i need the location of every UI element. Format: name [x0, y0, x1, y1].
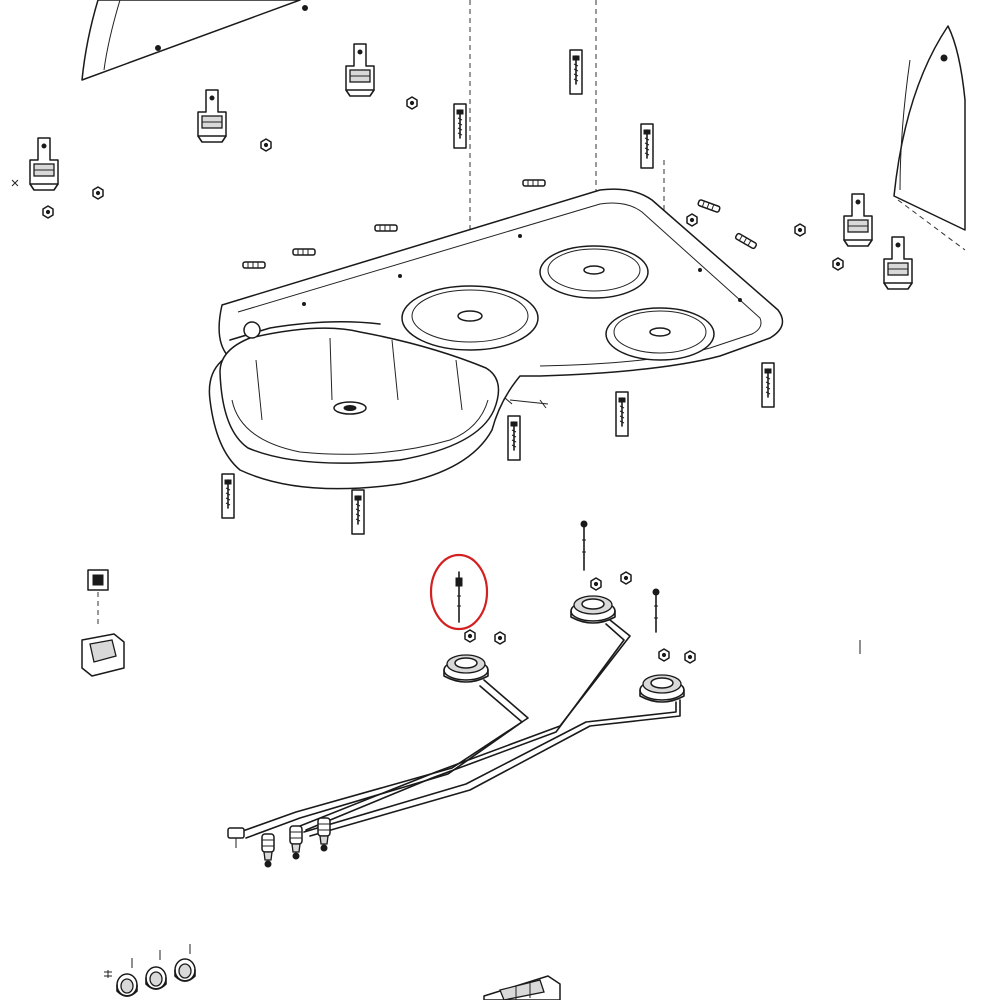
- nut: [794, 223, 806, 237]
- gas-burner: [570, 595, 616, 624]
- bolt: [374, 224, 398, 232]
- gas-valve: [289, 825, 303, 860]
- left-glass-lid: [81, 0, 308, 81]
- screw-callout: [761, 362, 775, 408]
- nut: [494, 631, 506, 645]
- bolt: [242, 261, 266, 269]
- control-knob: [116, 973, 138, 997]
- screw-callout: [569, 49, 583, 95]
- nut: [832, 257, 844, 271]
- nut: [620, 571, 632, 585]
- nut: [464, 629, 476, 643]
- nut: [686, 213, 698, 227]
- nut: [406, 96, 418, 110]
- nut: [260, 138, 272, 152]
- screw-callout: [507, 415, 521, 461]
- thermocouple-probe: [652, 588, 660, 633]
- thermocouple-probe: [455, 571, 463, 623]
- gas-burner: [443, 654, 489, 683]
- hinge-bracket: [345, 43, 375, 97]
- nut: [590, 577, 602, 591]
- edge-mark: [11, 179, 19, 187]
- screw-callout: [640, 123, 654, 169]
- hinge-bracket: [197, 89, 227, 143]
- screw-callout: [615, 391, 629, 437]
- hinge-bracket: [843, 193, 873, 247]
- bolt: [734, 232, 758, 250]
- hinge-bracket: [883, 236, 913, 290]
- nut: [658, 648, 670, 662]
- control-knob: [174, 958, 196, 982]
- right-glass-lid: [893, 25, 966, 231]
- knob-spring: [104, 944, 191, 978]
- screw-callout: [221, 473, 235, 519]
- rocker-switch: [81, 569, 125, 677]
- control-knob: [145, 966, 167, 990]
- highlight-circle: [429, 553, 489, 631]
- thermocouple-probe: [580, 520, 588, 571]
- hob-top-panel: [208, 188, 784, 490]
- bolt: [292, 248, 316, 256]
- gas-burner: [639, 674, 685, 703]
- gas-inlet-connector: [227, 827, 245, 848]
- screw-callout: [453, 103, 467, 149]
- bolt: [522, 179, 546, 187]
- screw-callout: [351, 489, 365, 535]
- hinge-bracket: [29, 137, 59, 191]
- nut: [92, 186, 104, 200]
- gas-supply-pipes: [239, 619, 681, 839]
- nut: [684, 650, 696, 664]
- mounting-rail: [483, 975, 561, 1000]
- gas-valve: [317, 817, 331, 852]
- nut: [42, 205, 54, 219]
- gas-valve: [261, 833, 275, 868]
- bolt: [696, 198, 722, 214]
